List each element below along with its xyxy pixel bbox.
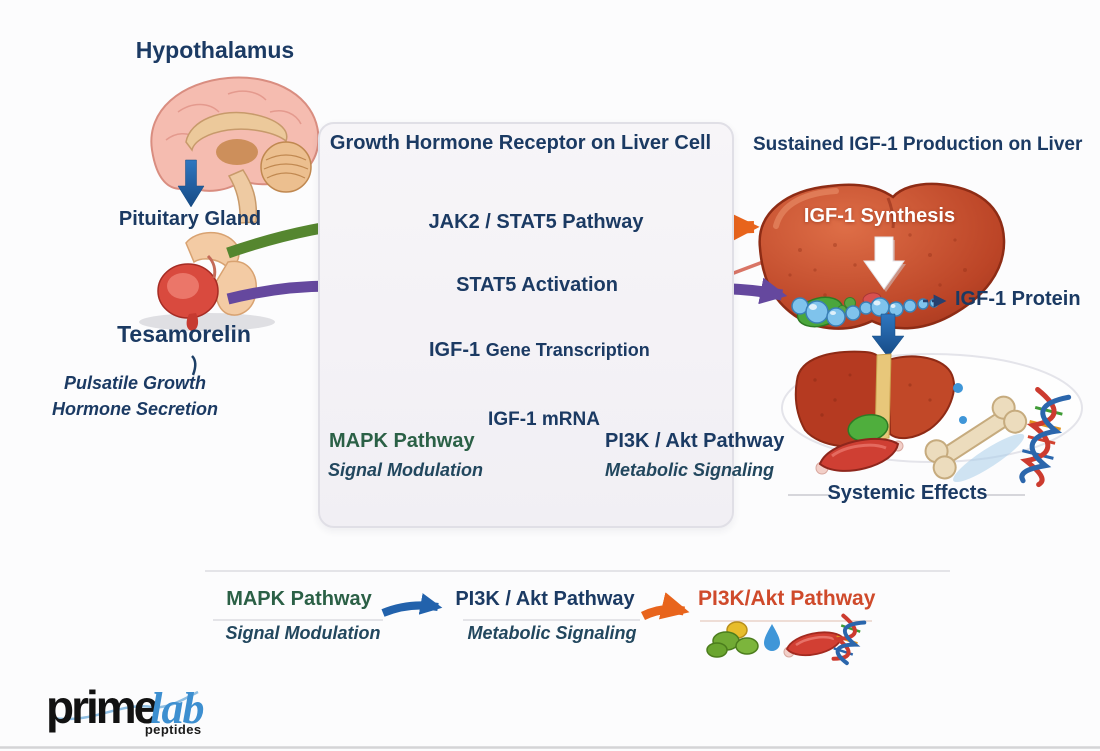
logo-prime-text: prime [46, 681, 159, 733]
flourish-mark [191, 355, 197, 376]
pituitary-illustration [139, 231, 275, 331]
igf1-synthesis-label: IGF-1 Synthesis [803, 205, 956, 227]
primelab-logo: prime lab peptides [46, 680, 205, 737]
liver-panel-title: Sustained IGF-1 Production on Liver [753, 134, 1083, 155]
liver-illustration [758, 182, 1006, 330]
legend-pi3k-akt-highlight-label: PI3K/Akt Pathway [698, 587, 876, 610]
brain-illustration [150, 76, 320, 224]
receptor-box-panel [318, 122, 734, 528]
igf1-mrna-label: IGF-1 mRNA [488, 409, 600, 430]
igf1-text: IGF-1 [429, 339, 481, 361]
legend-droplet-icon [764, 624, 780, 651]
logo-peptides-text: peptides [144, 722, 202, 737]
droplet-icon [959, 416, 967, 424]
hormone-secretion-label: Hormone Secretion [51, 399, 219, 419]
tesamorelin-label: Tesamorelin [117, 321, 251, 347]
dna-icon [1019, 386, 1072, 488]
legend-arrows [381, 592, 690, 621]
systemic-effects-illustration [781, 350, 1083, 488]
systemic-liver-icon [794, 350, 955, 448]
mapk-pathway-label: MAPK Pathway [329, 430, 475, 452]
legend-lines [205, 570, 950, 622]
receptor-box-title: Growth Hormone Receptor on Liver Cell [329, 132, 712, 154]
stat5-activation-label: STAT5 Activation [456, 274, 618, 296]
signal-modulation-label: Signal Modulation [328, 460, 483, 480]
igf1-protein-bubbles-icon [791, 297, 939, 327]
systemic-effects-label: Systemic Effects [827, 482, 988, 504]
blue-down-arrow-icon [871, 313, 905, 358]
igf1-gene-transcription-label: IGF-1 Gene Transcription [429, 339, 650, 362]
muscle-icon [815, 437, 904, 475]
jak2-stat5-label: JAK2 / STAT5 Pathway [428, 211, 644, 233]
logo-lab-text: lab [150, 684, 204, 733]
white-down-arrow-icon [863, 236, 906, 292]
legend-dna-icon [831, 613, 867, 666]
gene-transcription-text: Gene Transcription [485, 340, 650, 360]
pi3k-akt-pathway-label: PI3K / Akt Pathway [605, 430, 785, 452]
metabolic-signaling-label: Metabolic Signaling [605, 460, 775, 480]
legend-muscle-icon [783, 631, 844, 658]
pituitary-gland-label: Pituitary Gland [118, 208, 262, 230]
bone-icon [924, 395, 1028, 483]
pulsatile-growth-label: Pulsatile Growth [63, 373, 207, 393]
blue-down-arrow-icon [177, 159, 205, 208]
legend-signal-modulation-label: Signal Modulation [225, 623, 381, 643]
droplet-icon [953, 383, 963, 393]
hypothalamus-label: Hypothalamus [135, 37, 295, 63]
igf1-protein-label: IGF-1 Protein [955, 288, 1081, 310]
legend-mapk-pathway-label: MAPK Pathway [226, 588, 372, 610]
legend-green-vesicles-icon [706, 621, 759, 658]
logo-swoosh [51, 690, 199, 721]
legend-pi3k-akt-label: PI3K / Akt Pathway [455, 588, 635, 610]
legend-metabolic-signaling-label: Metabolic Signaling [467, 623, 637, 643]
